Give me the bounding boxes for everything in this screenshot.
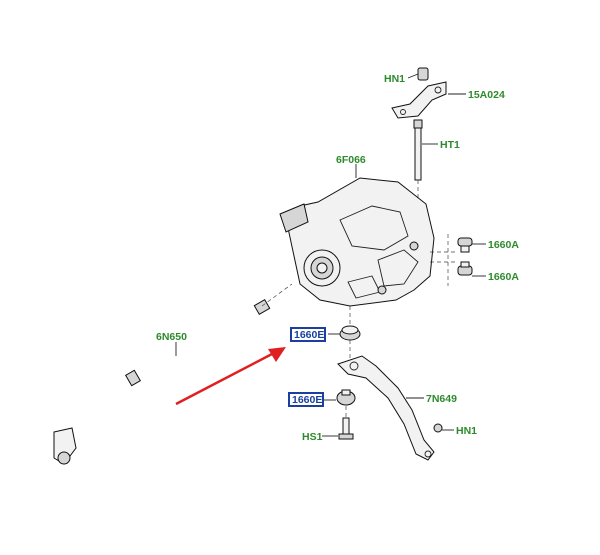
label-1660a-lower: 1660A bbox=[488, 271, 519, 283]
label-6n650: 6N650 bbox=[156, 331, 187, 343]
gearbox-6f066-part bbox=[279, 177, 435, 307]
highlight-box-1660e-lower bbox=[288, 392, 324, 407]
label-15a024: 15A024 bbox=[468, 89, 505, 101]
insulator-1660e-upper-part bbox=[339, 325, 361, 341]
label-hn1-bottom: HN1 bbox=[456, 425, 477, 437]
hn1-nut-top bbox=[417, 67, 429, 81]
bracket-7n649-part bbox=[337, 355, 435, 461]
label-1660e-lower: 1660E bbox=[292, 394, 322, 406]
label-ht1: HT1 bbox=[440, 139, 460, 151]
label-7n649: 7N649 bbox=[426, 393, 457, 405]
hn1-nut-bottom bbox=[433, 423, 443, 433]
label-6f066: 6F066 bbox=[336, 154, 366, 166]
label-hs1: HS1 bbox=[302, 431, 323, 443]
label-1660e-upper: 1660E bbox=[294, 329, 324, 341]
hs1-bolt-part bbox=[338, 417, 354, 440]
ht1-stud bbox=[413, 119, 423, 181]
label-hn1-top: HN1 bbox=[384, 73, 405, 85]
mount-1660a-lower-part bbox=[457, 261, 473, 276]
bracket-15a024-part bbox=[391, 81, 447, 119]
label-1660a-upper: 1660A bbox=[488, 239, 519, 251]
hose-6n650-part bbox=[53, 298, 271, 465]
insulator-1660e-lower-part bbox=[336, 389, 356, 406]
highlight-box-1660e-upper bbox=[290, 327, 326, 342]
mount-1660a-upper-part bbox=[457, 237, 473, 253]
highlight-arrow bbox=[175, 347, 286, 406]
